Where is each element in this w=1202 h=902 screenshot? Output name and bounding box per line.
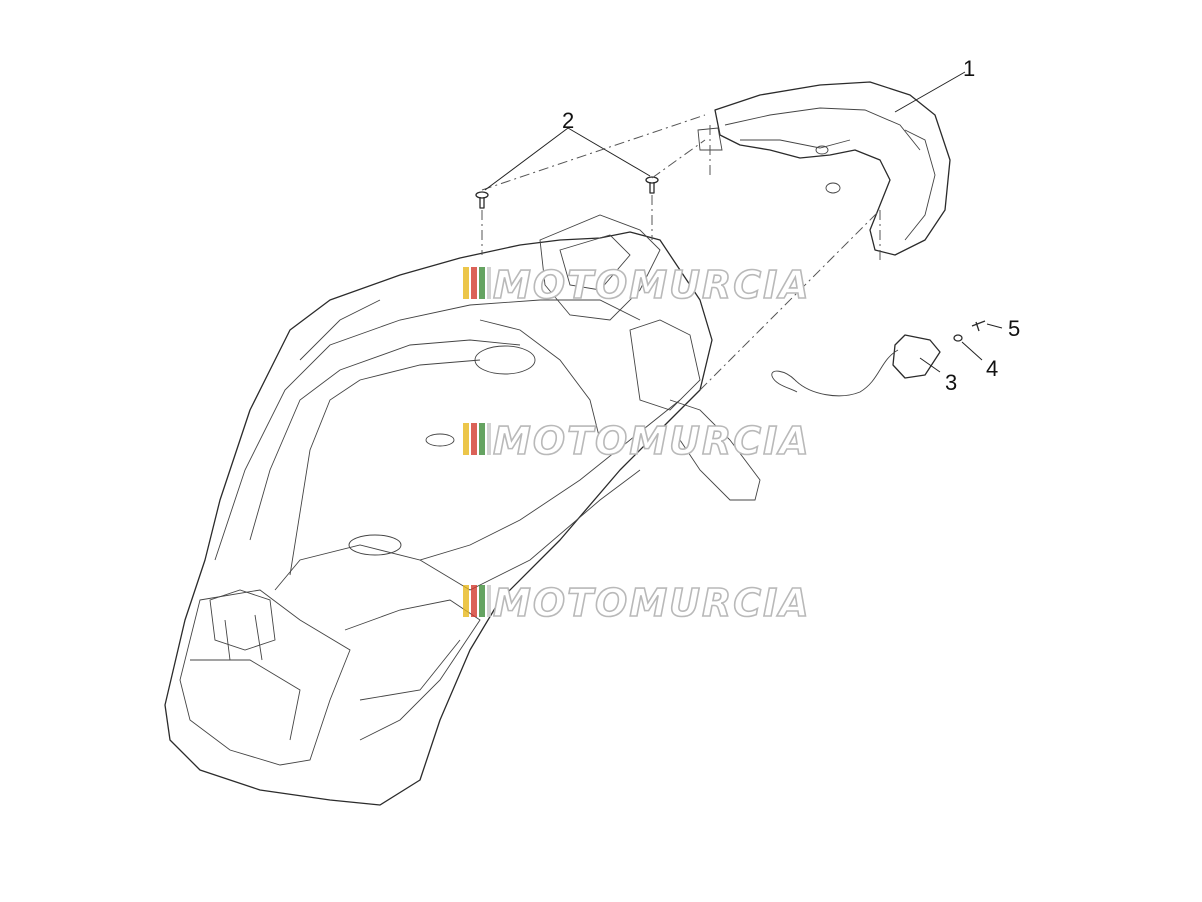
watermark-text-3: MOTOMURCIA	[493, 581, 811, 625]
rear-body-cowl	[164, 214, 761, 806]
watermark-text-2: MOTOMURCIA	[493, 419, 811, 463]
callout-5: 5	[1008, 316, 1020, 341]
plate-light-assembly	[771, 334, 941, 397]
watermark-text-1: MOTOMURCIA	[493, 263, 811, 307]
watermark-1: MOTOMURCIA	[463, 262, 811, 308]
screw-left	[475, 191, 489, 209]
callout-4: 4	[986, 356, 998, 381]
washer	[953, 334, 963, 342]
assembly-lines	[481, 114, 881, 391]
leader-lines	[484, 71, 1003, 373]
tail-light-frame	[697, 81, 951, 256]
screw-right	[645, 176, 659, 194]
watermark-3: MOTOMURCIA	[463, 580, 811, 626]
callout-1: 1	[963, 56, 975, 81]
watermark-2: MOTOMURCIA	[463, 418, 811, 464]
callout-3: 3	[945, 370, 957, 395]
small-screw	[971, 320, 986, 332]
callout-2: 2	[562, 108, 574, 133]
